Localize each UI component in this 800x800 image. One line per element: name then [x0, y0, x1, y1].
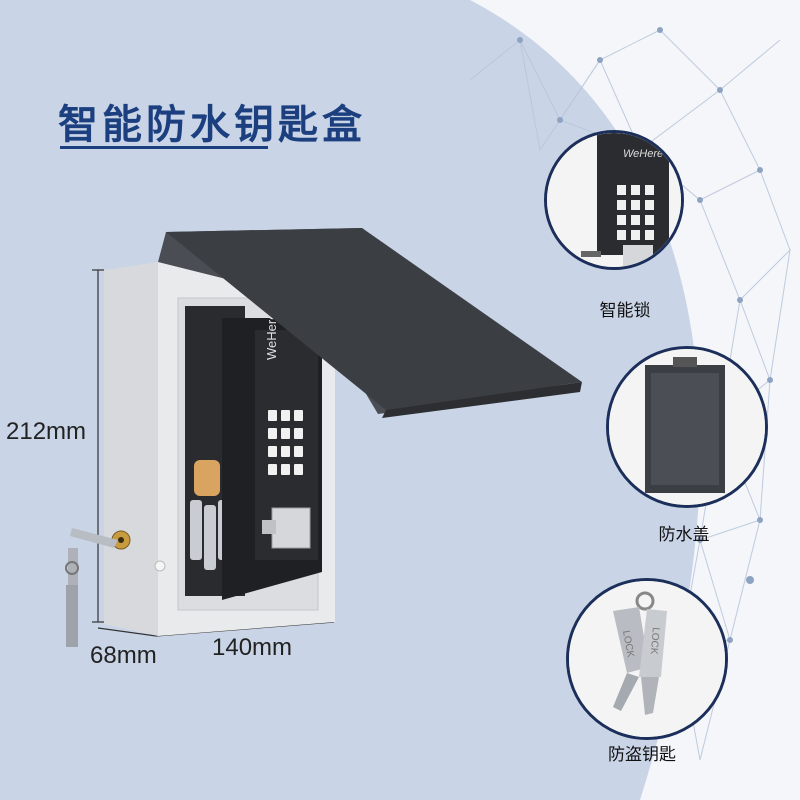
smart-lock-callout-circle: WeHere — [544, 130, 684, 270]
anti-theft-keys-callout-circle: LOCK LOCK — [566, 578, 728, 740]
depth-dimension: 68mm — [90, 642, 157, 669]
keypad-face — [255, 330, 318, 560]
waterproof-cover-label: 防水盖 — [658, 525, 710, 545]
waterproof-cover-callout-circle — [606, 346, 768, 508]
lock-key — [65, 528, 118, 647]
cover-top — [166, 228, 582, 410]
anti-theft-keys-label: 防盗钥匙 — [608, 745, 676, 765]
keypad-buttons — [268, 410, 303, 475]
page-title: 智能防水钥匙盒 — [58, 102, 366, 148]
box-side — [104, 262, 158, 636]
latch-bolt — [262, 520, 276, 534]
height-dimension: 212mm — [6, 418, 87, 445]
keys-icon: LOCK LOCK — [569, 581, 725, 737]
latch — [271, 507, 311, 549]
smart-lock-icon: WeHere — [547, 133, 681, 267]
screw — [154, 560, 166, 572]
svg-text:LOCK: LOCK — [648, 627, 661, 655]
svg-text:LOCK: LOCK — [620, 630, 636, 659]
cover-edge — [382, 382, 582, 418]
panel-brand: WeHere — [264, 313, 279, 360]
svg-text:WeHere: WeHere — [623, 148, 663, 160]
smart-lock-label: 智能锁 — [599, 301, 651, 321]
width-dimension: 140mm — [212, 634, 293, 661]
title-underline — [60, 146, 268, 149]
cover-icon — [609, 349, 765, 505]
